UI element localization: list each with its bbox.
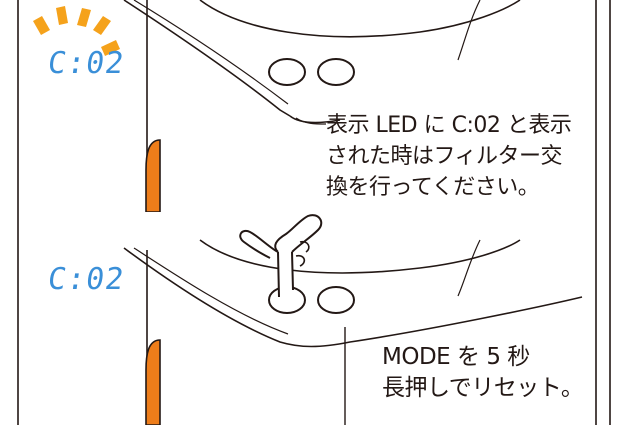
caption-line: 長押しでリセット。 xyxy=(382,375,584,401)
device-bottom-drawing xyxy=(17,212,611,425)
led-display: C:02 xyxy=(45,46,127,81)
caption-line: された時はフィルター交 xyxy=(326,144,563,169)
caption-line: MODE を 5 秒 xyxy=(382,344,530,370)
caption-line: 表示 LED に C:02 と表示 xyxy=(326,113,572,138)
filter-instruction-caption: 表示 LED に C:02 と表示 された時はフィルター交 換を行ってください。 xyxy=(326,110,616,203)
device-top-drawing xyxy=(17,0,611,212)
step-filter-indicator-panel: C:02 表示 LED に C:02 と表示 された時はフィルター交 換を行って… xyxy=(0,0,628,212)
step-reset-panel: C:02 MODE を 5 秒 長押しでリセット。 xyxy=(0,212,628,425)
caption-line: 換を行ってください。 xyxy=(326,175,540,200)
led-display: C:02 xyxy=(45,262,127,297)
reset-instruction-caption: MODE を 5 秒 長押しでリセット。 xyxy=(382,342,607,404)
